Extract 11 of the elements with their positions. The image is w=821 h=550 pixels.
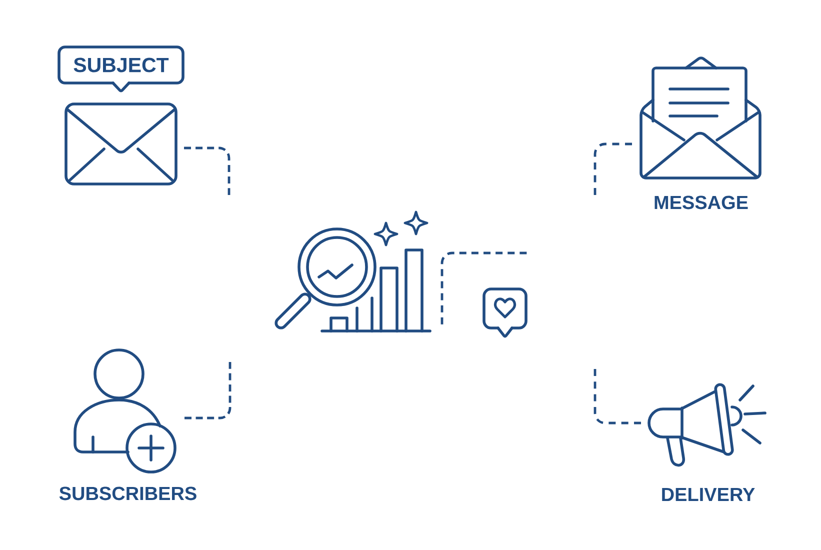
connector-line: [184, 362, 232, 420]
connector-line: [184, 146, 230, 195]
connector-line: [594, 142, 632, 195]
node-label: MESSAGE: [654, 196, 748, 210]
speech-bubble: SUBJECT: [58, 46, 184, 92]
connector-line: [440, 252, 528, 324]
magnifier-chart-icon: [274, 210, 432, 332]
connector-line: [594, 369, 641, 424]
node-label: DELIVERY: [662, 488, 755, 501]
node-label: SUBSCRIBERS: [59, 486, 196, 500]
envelope-icon: [64, 102, 178, 186]
